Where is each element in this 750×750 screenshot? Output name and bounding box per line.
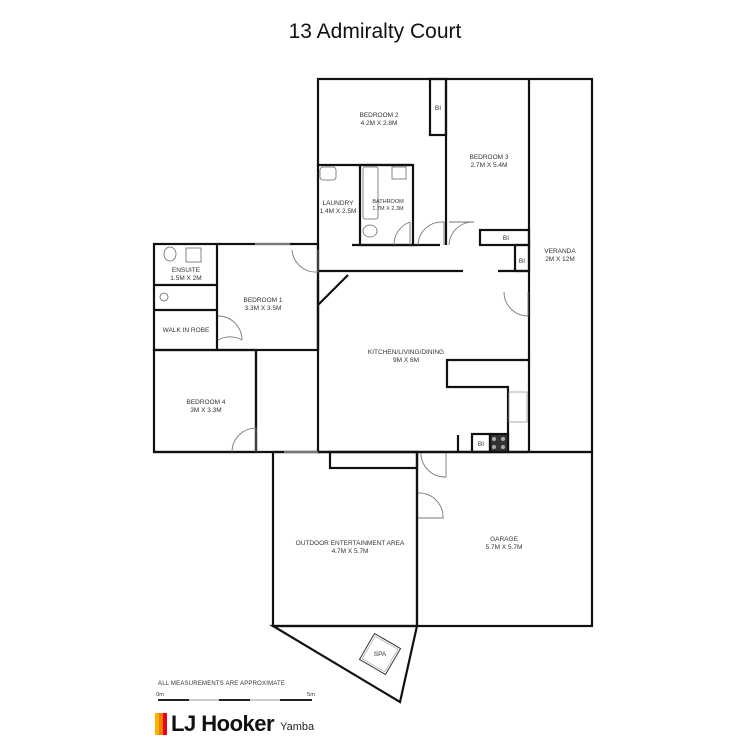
scale-bar: 0m 5m — [156, 692, 315, 701]
room-kitchen-name: KITCHEN/LIVING/DINING — [368, 349, 444, 356]
room-bathroom-name: BATHROOM — [372, 199, 404, 205]
built-in-label: BI — [503, 235, 509, 242]
svg-text:5m: 5m — [307, 692, 315, 698]
logo-color-bars — [155, 713, 167, 735]
room-bedroom-4-size: 3M X 3.3M — [190, 407, 221, 414]
room-ensuite-name: ENSUITE — [172, 267, 201, 274]
room-walk-in-robe-name: WALK IN ROBE — [163, 327, 210, 334]
office-name: Yamba — [280, 721, 315, 733]
brand-name: LJ Hooker — [171, 711, 275, 736]
room-bedroom-2-size: 4.2M X 2.8M — [361, 120, 398, 127]
room-laundry-name: LAUNDRY — [323, 200, 355, 207]
room-bedroom-2-name: BEDROOM 2 — [359, 112, 398, 119]
room-bathroom-size: 1.7M X 2.3M — [372, 206, 404, 212]
measurement-note: ALL MEASUREMENTS ARE APPROXIMATE — [158, 681, 286, 687]
svg-text:0m: 0m — [156, 692, 164, 698]
room-bedroom-1-size: 3.3M X 3.5M — [245, 305, 282, 312]
room-bedroom-3-name: BEDROOM 3 — [469, 154, 508, 161]
room-outdoor-name: OUTDOOR ENTERTAINMENT AREA — [296, 540, 405, 547]
room-outdoor-size: 4.7M X 5.7M — [332, 548, 369, 555]
wall-north-block — [316, 77, 594, 454]
built-in-label: BI — [435, 105, 441, 112]
built-in-label: BI — [519, 258, 525, 265]
agency-logo: LJ Hooker Yamba — [155, 709, 314, 735]
room-bedroom-1-name: BEDROOM 1 — [243, 297, 282, 304]
room-laundry-size: 1.4M X 2.5M — [320, 208, 357, 215]
room-veranda-size: 2M X 12M — [545, 256, 575, 263]
room-veranda-name: VERANDA — [544, 248, 576, 255]
room-bedroom-3-size: 2.7M X 5.4M — [471, 162, 508, 169]
spa-label: SPA — [374, 651, 387, 658]
room-garage-name: GARAGE — [490, 536, 518, 543]
room-bedroom-4-name: BEDROOM 4 — [186, 399, 225, 406]
room-ensuite-size: 1.5M X 2M — [170, 275, 201, 282]
built-in-label: BI — [478, 441, 484, 448]
room-garage-size: 5.7M X 5.7M — [486, 544, 523, 551]
room-kitchen-size: 9M X 6M — [393, 357, 419, 364]
page-title: 13 Admiralty Court — [288, 20, 462, 43]
